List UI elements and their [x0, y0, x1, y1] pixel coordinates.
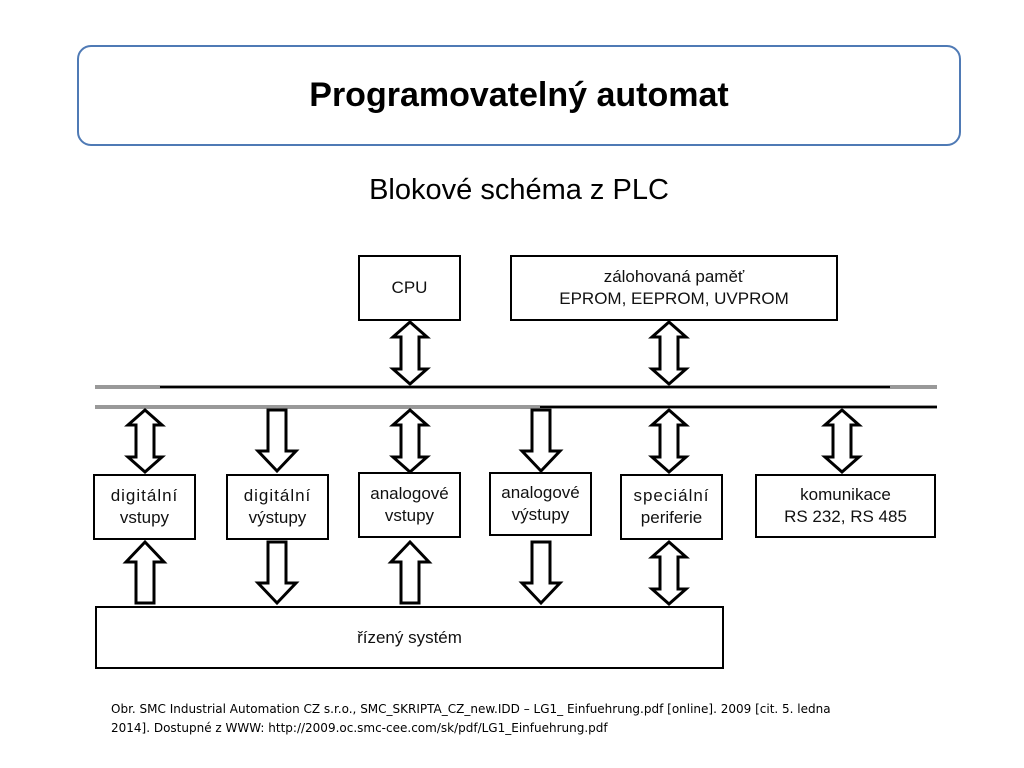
digital-outputs-label-line2: výstupy	[248, 508, 307, 527]
special-peripherals-label-line2: periferie	[640, 508, 703, 527]
memory-label-line2: EPROM, EEPROM, UVPROM	[559, 289, 789, 308]
analog-outputs-label-line1: analogové	[501, 483, 580, 502]
controlled-system-block: řízený systém	[95, 606, 724, 669]
digital-inputs-label-line2: vstupy	[119, 508, 170, 527]
analog-outputs-bus-arrow	[520, 408, 562, 473]
peripherals-system-double-arrow	[650, 540, 688, 606]
citation-line2: 2014]. Dostupné z WWW: http://2009.oc.sm…	[111, 721, 608, 735]
digital-outputs-bus-arrow	[256, 408, 298, 473]
special-peripherals-label-line1: speciální	[633, 486, 710, 505]
communication-bus-arrow	[823, 408, 861, 474]
citation-line1: Obr. SMC Industrial Automation CZ s.r.o.…	[111, 702, 831, 716]
analog-outputs-to-system-arrow	[520, 540, 562, 605]
digital-outputs-label-line1: digitální	[243, 486, 312, 505]
digital-inputs-block: digitální vstupy	[93, 474, 196, 540]
memory-label-line1: zálohovaná paměť	[603, 267, 745, 286]
cpu-block: CPU	[358, 255, 461, 321]
slide-subtitle: Blokové schéma z PLC	[369, 174, 669, 206]
source-citation: Obr. SMC Industrial Automation CZ s.r.o.…	[111, 700, 911, 738]
cpu-label: CPU	[391, 278, 428, 297]
communication-label-line2: RS 232, RS 485	[784, 507, 907, 526]
memory-block: zálohovaná paměť EPROM, EEPROM, UVPROM	[510, 255, 838, 321]
analog-inputs-label-line2: vstupy	[384, 506, 435, 525]
title-box: Programovatelný automat	[77, 45, 961, 146]
system-to-analog-inputs-arrow	[389, 540, 431, 605]
digital-outputs-block: digitální výstupy	[226, 474, 329, 540]
digital-inputs-bus-arrow	[126, 408, 164, 474]
system-to-digital-inputs-arrow	[124, 540, 166, 605]
digital-outputs-to-system-arrow	[256, 540, 298, 605]
digital-inputs-label-line1: digitální	[110, 486, 179, 505]
communication-block: komunikace RS 232, RS 485	[755, 474, 936, 538]
analog-outputs-block: analogové výstupy	[489, 472, 592, 536]
communication-label-line1: komunikace	[800, 485, 891, 504]
controlled-system-label: řízený systém	[357, 627, 462, 647]
special-peripherals-block: speciální periferie	[620, 474, 723, 540]
analog-inputs-block: analogové vstupy	[358, 472, 461, 538]
cpu-bus-double-arrow	[391, 320, 429, 386]
analog-inputs-label-line1: analogové	[370, 484, 449, 503]
slide-title: Programovatelný automat	[309, 76, 729, 114]
memory-bus-double-arrow	[650, 320, 688, 386]
analog-inputs-bus-arrow	[391, 408, 429, 474]
system-bus	[95, 385, 937, 409]
special-peripherals-bus-arrow	[650, 408, 688, 474]
analog-outputs-label-line2: výstupy	[511, 505, 570, 524]
